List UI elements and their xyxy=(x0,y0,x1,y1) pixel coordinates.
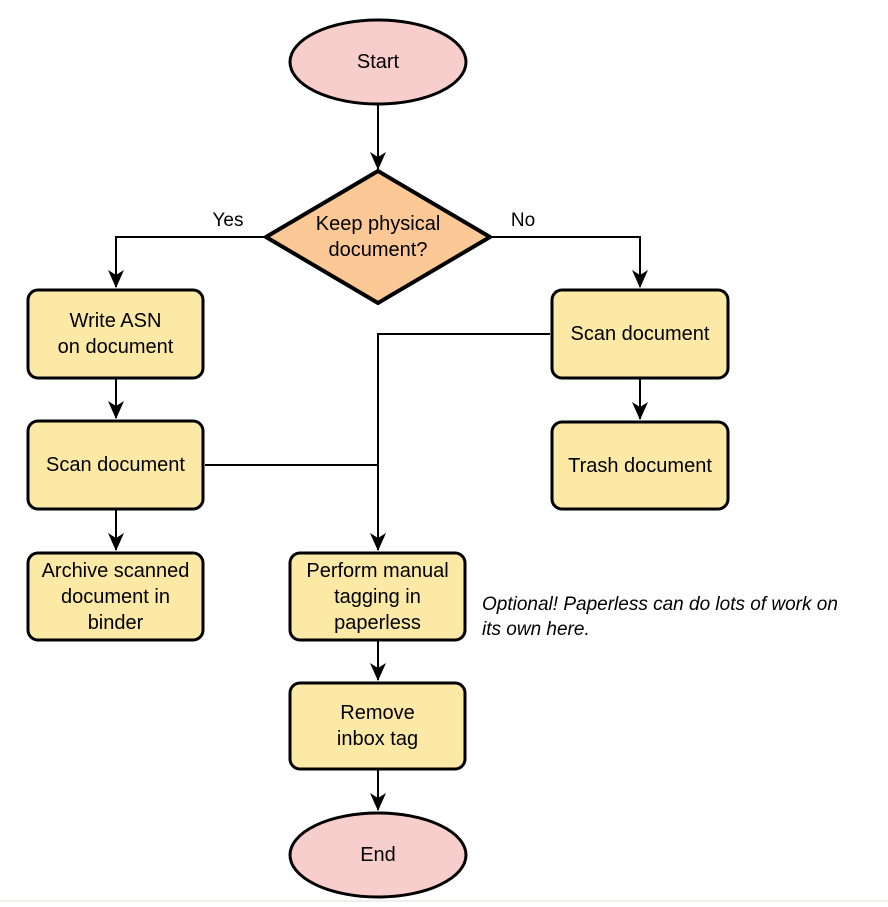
edge-decision-yes xyxy=(108,236,266,288)
optional-note-text: Optional! Paperless can do lots of work … xyxy=(482,594,838,640)
no-edge-label: No xyxy=(510,210,536,231)
start-terminator-shape xyxy=(288,18,468,106)
remove-inbox-box xyxy=(288,681,467,771)
yes-edge-label: Yes xyxy=(212,210,244,231)
decision-node-label: Keep physical document? xyxy=(315,213,441,261)
scan-document-right-box xyxy=(550,288,730,380)
remove-inbox-node-label: Remove inbox tag xyxy=(336,702,419,750)
edge-group xyxy=(108,104,648,811)
trash-node-label: Trash document xyxy=(568,454,712,477)
end-node-label: End xyxy=(360,844,396,866)
page-bottom-divider xyxy=(0,900,888,902)
scan-document-right-node-label: Scan document xyxy=(570,323,710,345)
tagging-node-label: Perform manual tagging in paperless xyxy=(306,559,449,634)
shape-group xyxy=(26,18,730,899)
edge-scanright-to-tagging xyxy=(370,333,550,551)
end-terminator-shape xyxy=(288,811,468,899)
write-asn-node-label: Write ASN on document xyxy=(57,310,174,358)
trash-box xyxy=(550,420,730,511)
edge-decision-no xyxy=(490,236,648,288)
archive-box xyxy=(26,551,205,642)
tagging-box xyxy=(288,551,467,642)
scan-document-left-box xyxy=(26,419,205,511)
archive-node-label: Archive scanned document in binder xyxy=(41,559,190,634)
scan-document-left-node-label: Scan document xyxy=(46,454,185,476)
write-asn-box xyxy=(26,288,205,380)
decision-diamond-shape xyxy=(264,169,492,305)
start-node-label: Start xyxy=(356,51,400,73)
